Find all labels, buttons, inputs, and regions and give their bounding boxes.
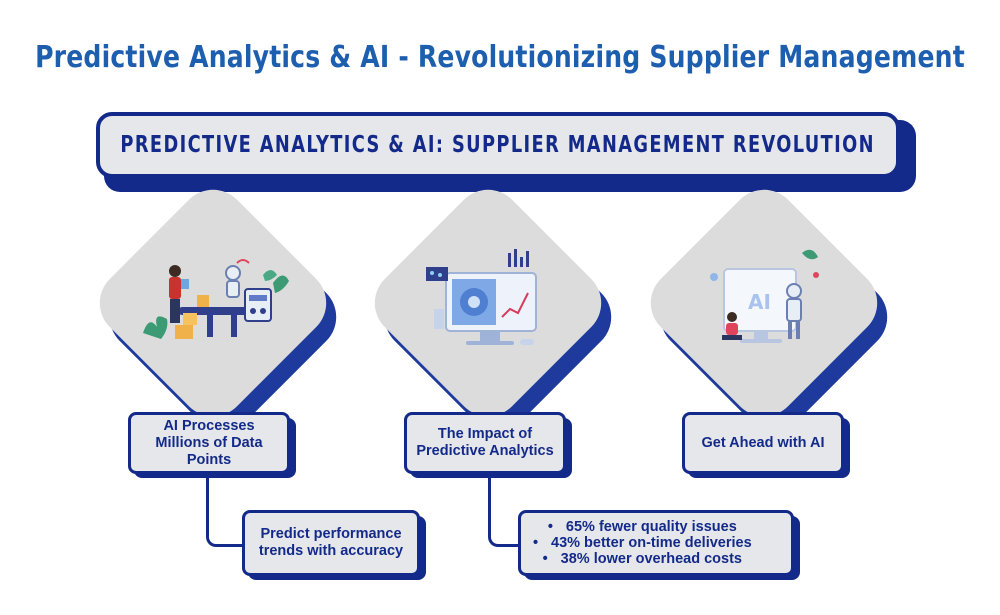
svg-text:AI: AI (748, 290, 771, 314)
banner-text: PREDICTIVE ANALYTICS & AI: SUPPLIER MANA… (120, 132, 876, 158)
factory-robot-conveyor-illustration (143, 259, 289, 339)
card-2-detail: 65% fewer quality issues 43% better on-t… (518, 510, 794, 576)
page-title: Predictive Analytics & AI - Revolutioniz… (35, 40, 965, 75)
connector-line (488, 478, 523, 547)
bullet-item: 38% lower overhead costs (529, 551, 752, 567)
banner: PREDICTIVE ANALYTICS & AI: SUPPLIER MANA… (96, 112, 900, 178)
ai-robot-screen-illustration: AI (710, 249, 819, 343)
analytics-monitor-illustration (426, 249, 537, 345)
card-1-detail: Predict performance trends with accuracy (242, 510, 420, 576)
impact-bullet-list: 65% fewer quality issues 43% better on-t… (529, 519, 752, 567)
card-2-label: The Impact of Predictive Analytics (404, 412, 566, 474)
card-1-label: AI Processes Millions of Data Points (128, 412, 290, 474)
diamond-card-3: AI (636, 175, 902, 445)
diamond-card-2 (360, 175, 626, 445)
diamond-card-1 (85, 175, 351, 445)
bullet-item: 65% fewer quality issues (529, 519, 752, 535)
card-3-label: Get Ahead with AI (682, 412, 844, 474)
connector-line (206, 478, 247, 547)
bullet-item: 43% better on-time deliveries (529, 535, 752, 551)
